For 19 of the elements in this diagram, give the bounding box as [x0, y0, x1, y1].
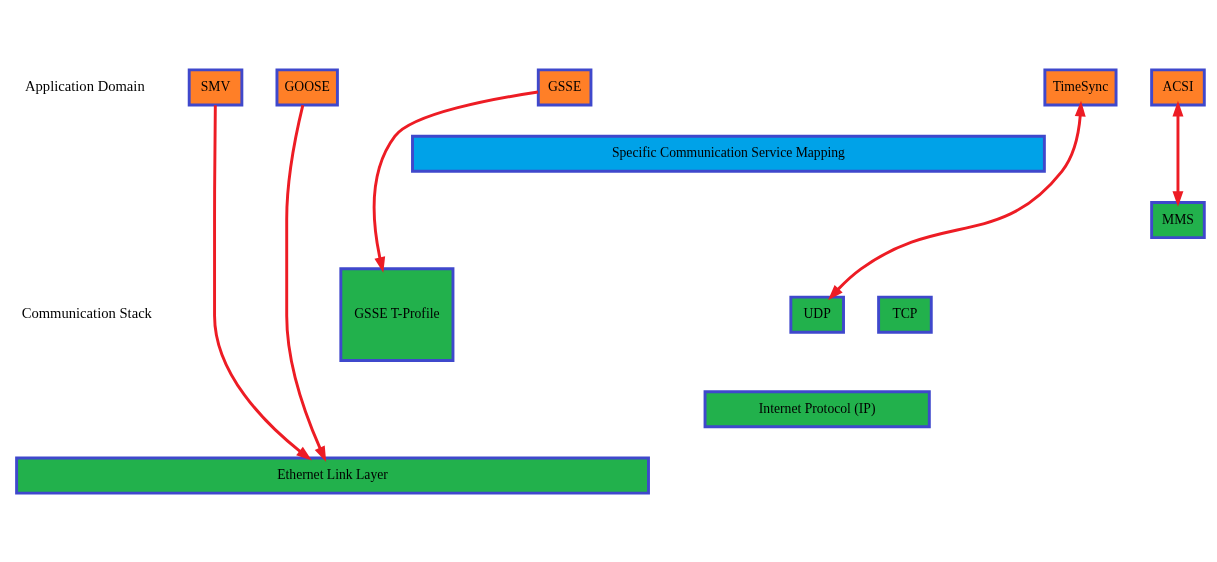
node-box: GSSE: [536, 67, 593, 106]
node-box: GSSE T-Profile: [339, 266, 455, 362]
arrow: [213, 104, 312, 461]
node-box: MMS: [1150, 200, 1206, 239]
node-box: Specific Communication Service Mapping: [411, 134, 1046, 173]
node-box: GOOSE: [275, 67, 339, 106]
label: Communication Stack: [21, 304, 152, 321]
node-box: Internet Protocol (IP): [703, 389, 931, 428]
node-box: Ethernet Link Layer: [15, 456, 650, 495]
node-box: ACSI: [1150, 67, 1206, 106]
node-box: TimeSync: [1043, 67, 1118, 106]
node-box: TCP: [877, 295, 933, 334]
arrow: [1172, 100, 1184, 207]
node-box: UDP: [789, 295, 845, 334]
arrow: [285, 104, 327, 462]
arrow: [828, 100, 1086, 300]
arrow: [372, 90, 539, 273]
label: Application Domain: [25, 77, 145, 94]
node-box: SMV: [187, 67, 244, 106]
